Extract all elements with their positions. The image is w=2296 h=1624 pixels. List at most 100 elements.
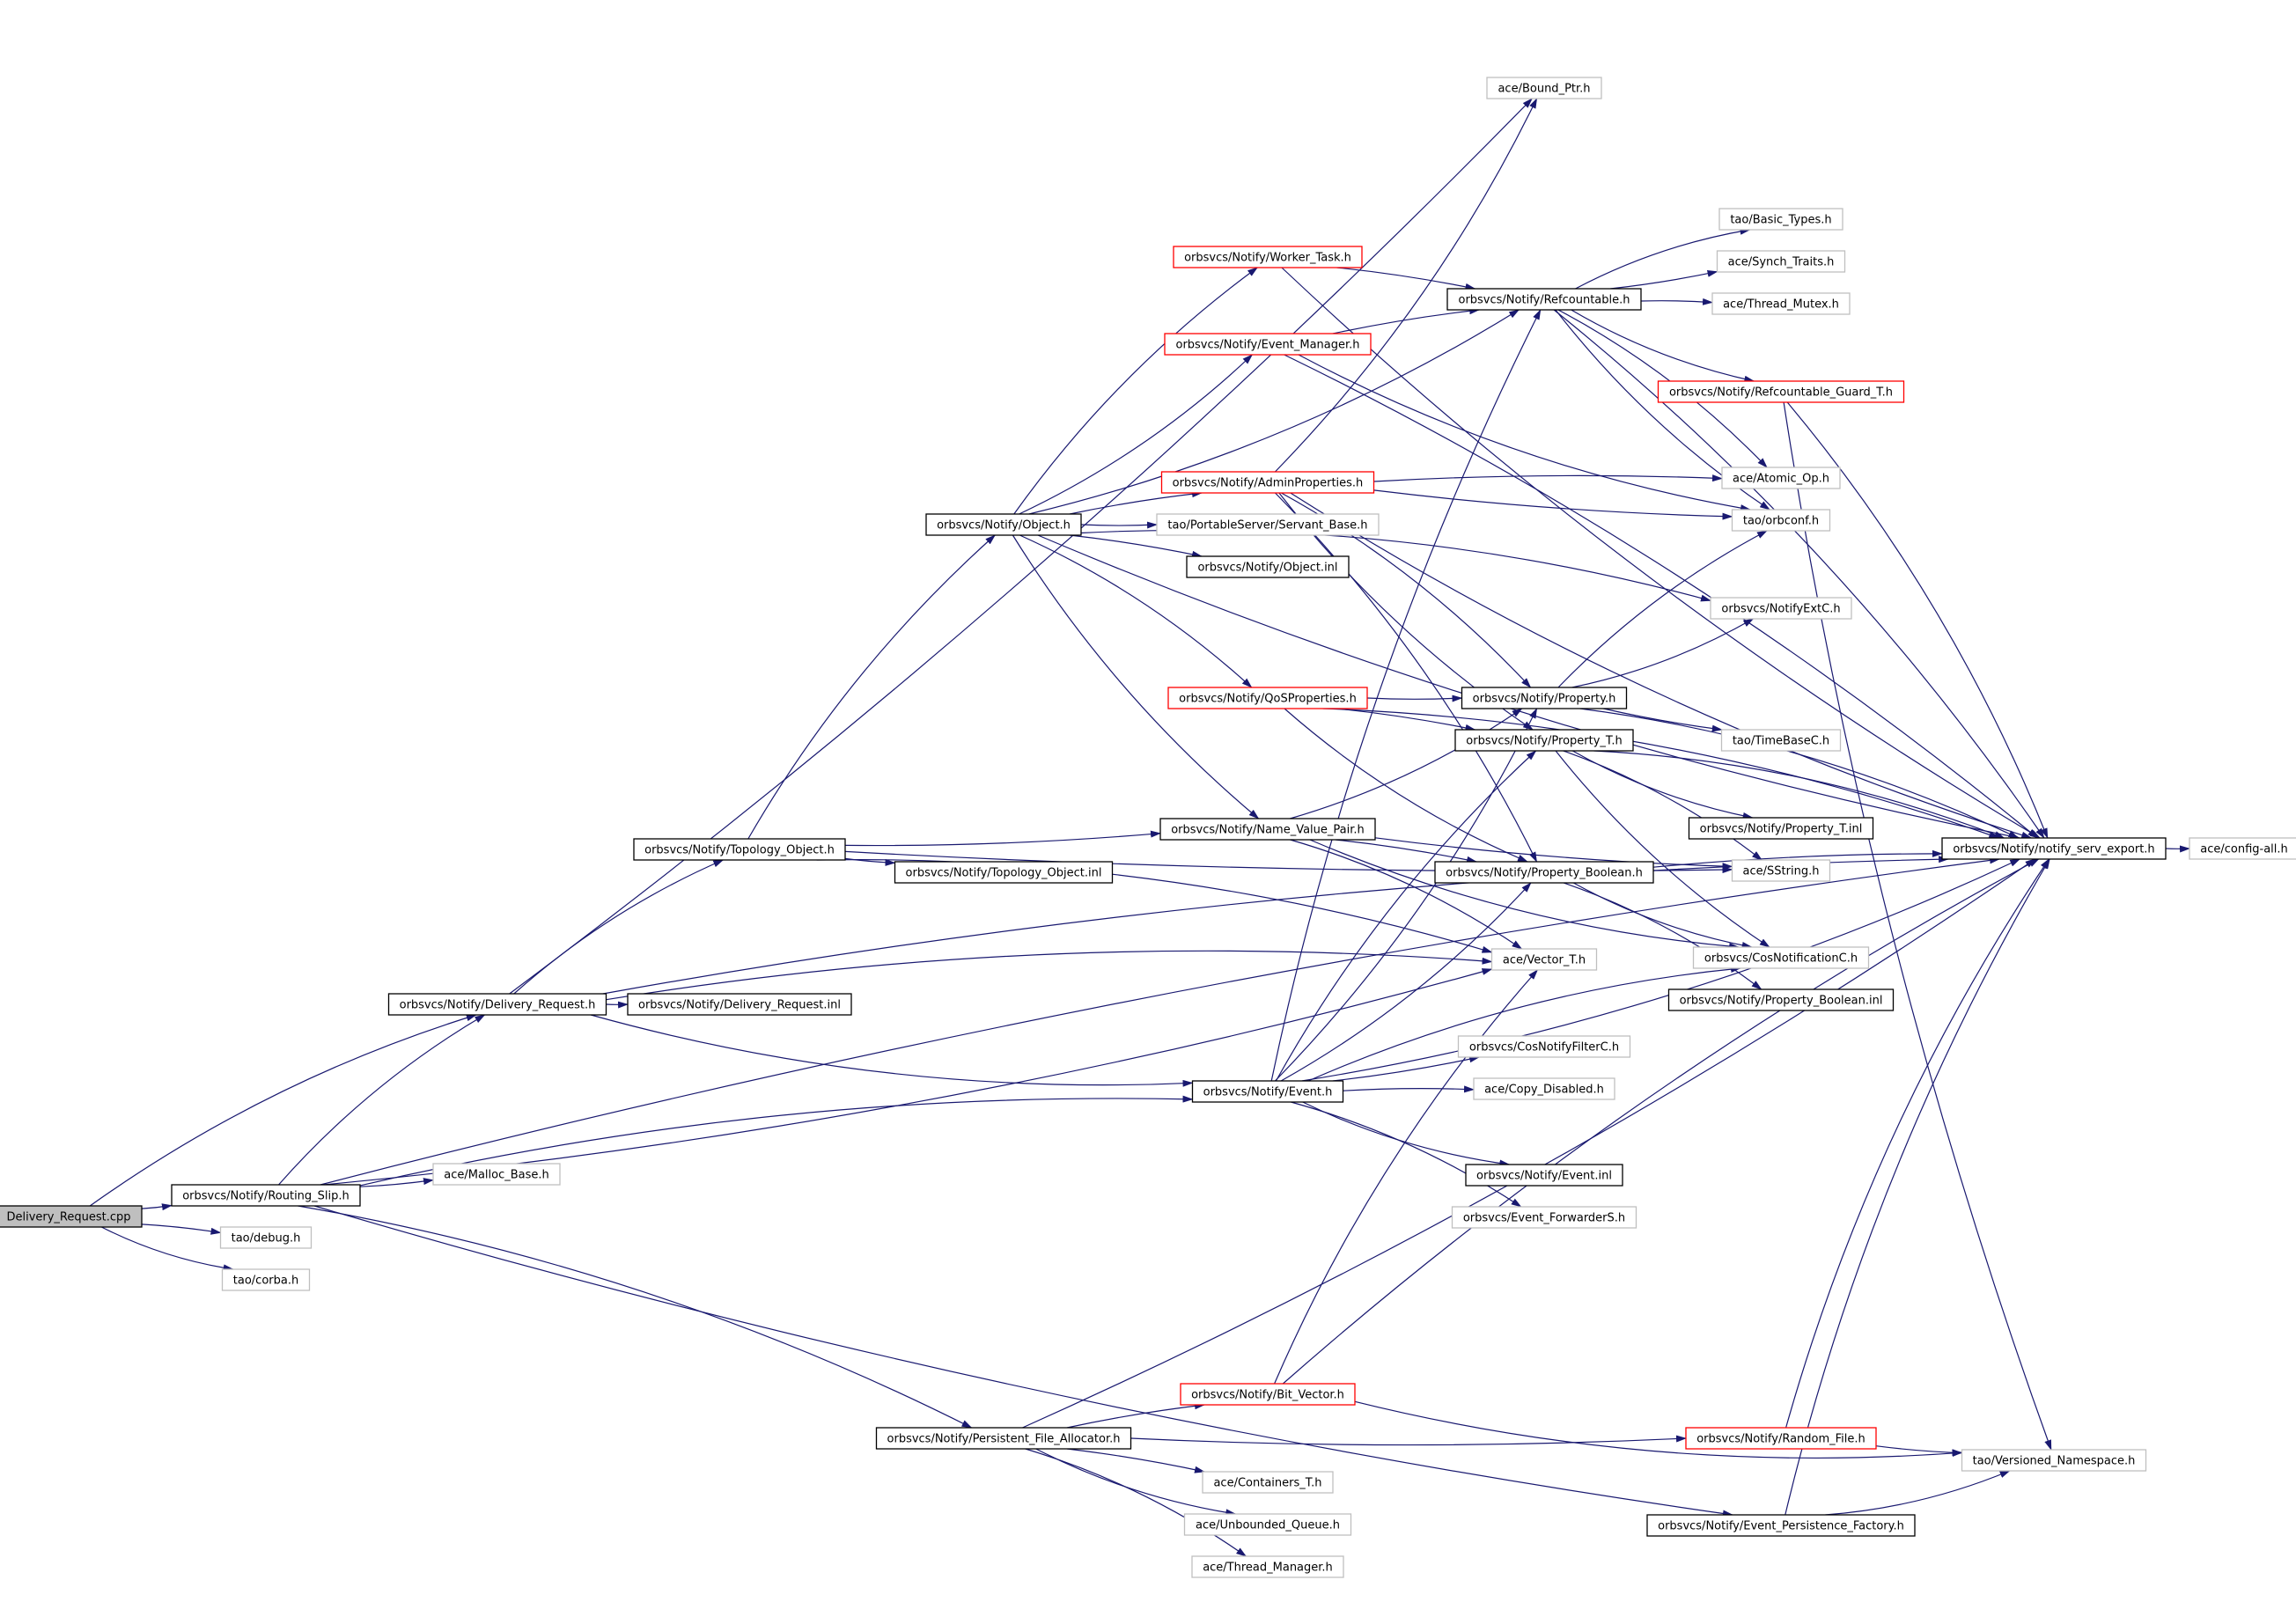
node-cosnotifyfilterc[interactable]: orbsvcs/CosNotifyFilterC.h: [1457, 1035, 1631, 1058]
node-box: [432, 1163, 561, 1186]
node-topology-object[interactable]: orbsvcs/Notify/Topology_Object.h: [633, 838, 846, 861]
node-box: [219, 1226, 313, 1249]
edge-refcountable-to-atomic_op: [1557, 309, 1768, 468]
node-notify-serv-export[interactable]: orbsvcs/Notify/notify_serv_export.h: [1941, 837, 2167, 860]
node-containers-t[interactable]: ace/Containers_T.h: [1202, 1471, 1334, 1494]
node-label: orbsvcs/Notify/AdminProperties.h: [1173, 477, 1364, 490]
node-random-file[interactable]: orbsvcs/Notify/Random_File.h: [1685, 1427, 1877, 1450]
node-object-inl[interactable]: orbsvcs/Notify/Object.inl: [1186, 555, 1350, 578]
node-admin-props[interactable]: orbsvcs/Notify/AdminProperties.h: [1160, 471, 1375, 494]
node-notifyextc[interactable]: orbsvcs/NotifyExtC.h: [1710, 597, 1852, 620]
edge-object_h-to-event_manager: [1019, 354, 1254, 515]
node-label: ace/Malloc_Base.h: [444, 1169, 549, 1182]
node-label: ace/SString.h: [1743, 865, 1820, 878]
node-tao-debug[interactable]: tao/debug.h: [219, 1226, 313, 1249]
node-label: orbsvcs/Notify/Property_Boolean.h: [1446, 867, 1643, 880]
edge-event_h-to-property_h: [1274, 708, 1538, 1082]
node-box: [1167, 687, 1368, 709]
edge-object_h-to-object_inl: [1069, 534, 1203, 558]
node-box: [1731, 859, 1831, 882]
edge-refcountable-to-notify_serv_export: [1553, 309, 2045, 839]
node-box: [1186, 555, 1350, 578]
node-box: [1486, 77, 1602, 99]
node-routing-slip[interactable]: orbsvcs/Notify/Routing_Slip.h: [171, 1184, 361, 1207]
node-versioned-ns[interactable]: tao/Versioned_Namespace.h: [1961, 1449, 2147, 1472]
node-box: [894, 861, 1114, 884]
node-event-manager[interactable]: orbsvcs/Notify/Event_Manager.h: [1164, 333, 1372, 356]
node-box: [1685, 1427, 1877, 1450]
node-event-persistence[interactable]: orbsvcs/Notify/Event_Persistence_Factory…: [1646, 1514, 1916, 1537]
node-label: ace/Synch_Traits.h: [1728, 256, 1835, 269]
edge-name_value_pair-to-property_h: [1290, 708, 1523, 819]
edge-property_t-to-notify_serv_export: [1593, 750, 2005, 839]
edge-refcountable-to-basic_types: [1575, 227, 1751, 290]
node-property-boolean-inl[interactable]: orbsvcs/Notify/Property_Boolean.inl: [1667, 988, 1895, 1011]
node-unbounded-queue[interactable]: ace/Unbounded_Queue.h: [1183, 1513, 1352, 1536]
node-label: orbsvcs/Notify/Bit_Vector.h: [1191, 1389, 1344, 1402]
node-persistent-alloc[interactable]: orbsvcs/Notify/Persistent_File_Allocator…: [875, 1427, 1132, 1450]
node-delivery-inl[interactable]: orbsvcs/Notify/Delivery_Request.inl: [627, 993, 852, 1016]
node-box: [1465, 1164, 1623, 1187]
node-refcountable[interactable]: orbsvcs/Notify/Refcountable.h: [1446, 288, 1642, 311]
node-qos-props[interactable]: orbsvcs/Notify/QoSProperties.h: [1167, 687, 1368, 709]
node-label: orbsvcs/Notify/Worker_Task.h: [1184, 252, 1351, 265]
edge-admin_props-to-orbconf: [1373, 489, 1733, 520]
node-bound-ptr[interactable]: ace/Bound_Ptr.h: [1486, 77, 1602, 99]
edge-delivery_h-to-event_h: [590, 1014, 1194, 1087]
node-label: ace/Bound_Ptr.h: [1498, 83, 1590, 96]
node-thread-mutex[interactable]: ace/Thread_Mutex.h: [1711, 292, 1851, 315]
node-orbconf[interactable]: tao/orbconf.h: [1731, 509, 1831, 532]
node-label: ace/Copy_Disabled.h: [1484, 1084, 1604, 1097]
node-sstring[interactable]: ace/SString.h: [1731, 859, 1831, 882]
node-object-h[interactable]: orbsvcs/Notify/Object.h: [925, 513, 1082, 536]
edge-event_h-to-property_boolean: [1280, 882, 1532, 1082]
node-malloc-base[interactable]: ace/Malloc_Base.h: [432, 1163, 561, 1186]
node-atomic-op[interactable]: ace/Atomic_Op.h: [1721, 467, 1841, 489]
node-property-h[interactable]: orbsvcs/Notify/Property.h: [1461, 687, 1628, 709]
node-timebasec[interactable]: tao/TimeBaseC.h: [1720, 729, 1842, 752]
edge-delivery_h-to-topology_object: [513, 859, 725, 995]
node-event-forwarders[interactable]: orbsvcs/Event_ForwarderS.h: [1451, 1206, 1637, 1229]
node-topology-inl[interactable]: orbsvcs/Notify/Topology_Object.inl: [894, 861, 1114, 884]
node-label: orbsvcs/Notify/notify_serv_export.h: [1953, 843, 2154, 856]
edge-object_h-to-name_value_pair: [1012, 534, 1260, 819]
edge-event_manager-to-refcountable: [1332, 307, 1481, 334]
node-property-t-inl[interactable]: orbsvcs/Notify/Property_T.inl: [1688, 817, 1874, 840]
node-name-value-pair[interactable]: orbsvcs/Notify/Name_Value_Pair.h: [1159, 818, 1376, 841]
node-property-t[interactable]: orbsvcs/Notify/Property_T.h: [1454, 729, 1634, 752]
edge-root-to-tao_debug: [141, 1224, 222, 1235]
node-property-boolean[interactable]: orbsvcs/Notify/Property_Boolean.h: [1434, 861, 1654, 884]
node-tao-corba[interactable]: tao/corba.h: [221, 1268, 311, 1291]
node-box: [1159, 818, 1376, 841]
node-event-h[interactable]: orbsvcs/Notify/Event.h: [1191, 1080, 1344, 1103]
edge-ref_guard-to-notify_serv_export: [1786, 401, 2049, 839]
node-ref-guard[interactable]: orbsvcs/Notify/Refcountable_Guard_T.h: [1657, 380, 1905, 403]
edge-property_h-to-timebasec: [1603, 708, 1723, 732]
node-cosnotificationc[interactable]: orbsvcs/CosNotificationC.h: [1692, 946, 1870, 969]
node-box: [1718, 208, 1843, 231]
node-vector-t[interactable]: ace/Vector_T.h: [1490, 948, 1598, 971]
node-event-inl[interactable]: orbsvcs/Notify/Event.inl: [1465, 1164, 1623, 1187]
node-label: orbsvcs/Notify/Property.h: [1473, 693, 1616, 706]
node-copy-disabled[interactable]: ace/Copy_Disabled.h: [1473, 1077, 1615, 1100]
node-box: [1720, 729, 1842, 752]
node-bit-vector[interactable]: orbsvcs/Notify/Bit_Vector.h: [1180, 1383, 1356, 1406]
node-box: [1646, 1514, 1916, 1537]
node-box: [1160, 471, 1375, 494]
node-thread-manager[interactable]: ace/Thread_Manager.h: [1191, 1555, 1344, 1578]
node-label: orbsvcs/Notify/Routing_Slip.h: [182, 1190, 350, 1203]
node-label: Delivery_Request.cpp: [6, 1211, 130, 1224]
node-delivery-h[interactable]: orbsvcs/Notify/Delivery_Request.h: [387, 993, 607, 1016]
edge-object_h-to-refcountable: [1028, 309, 1520, 515]
node-box: [387, 993, 607, 1016]
edge-admin_props-to-property_boolean: [1275, 492, 1538, 863]
edge-object_h-to-notify_serv_export: [1037, 534, 2021, 840]
node-worker-task[interactable]: orbsvcs/Notify/Worker_Task.h: [1173, 246, 1363, 268]
node-label: orbsvcs/Notify/Topology_Object.h: [644, 844, 835, 857]
node-servant-base[interactable]: tao/PortableServer/Servant_Base.h: [1156, 513, 1380, 536]
node-basic-types[interactable]: tao/Basic_Types.h: [1718, 208, 1843, 231]
node-label: orbsvcs/Notify/Object.h: [937, 519, 1071, 533]
node-synch-traits[interactable]: ace/Synch_Traits.h: [1716, 250, 1846, 273]
node-config-all[interactable]: ace/config-all.h: [2189, 837, 2296, 860]
